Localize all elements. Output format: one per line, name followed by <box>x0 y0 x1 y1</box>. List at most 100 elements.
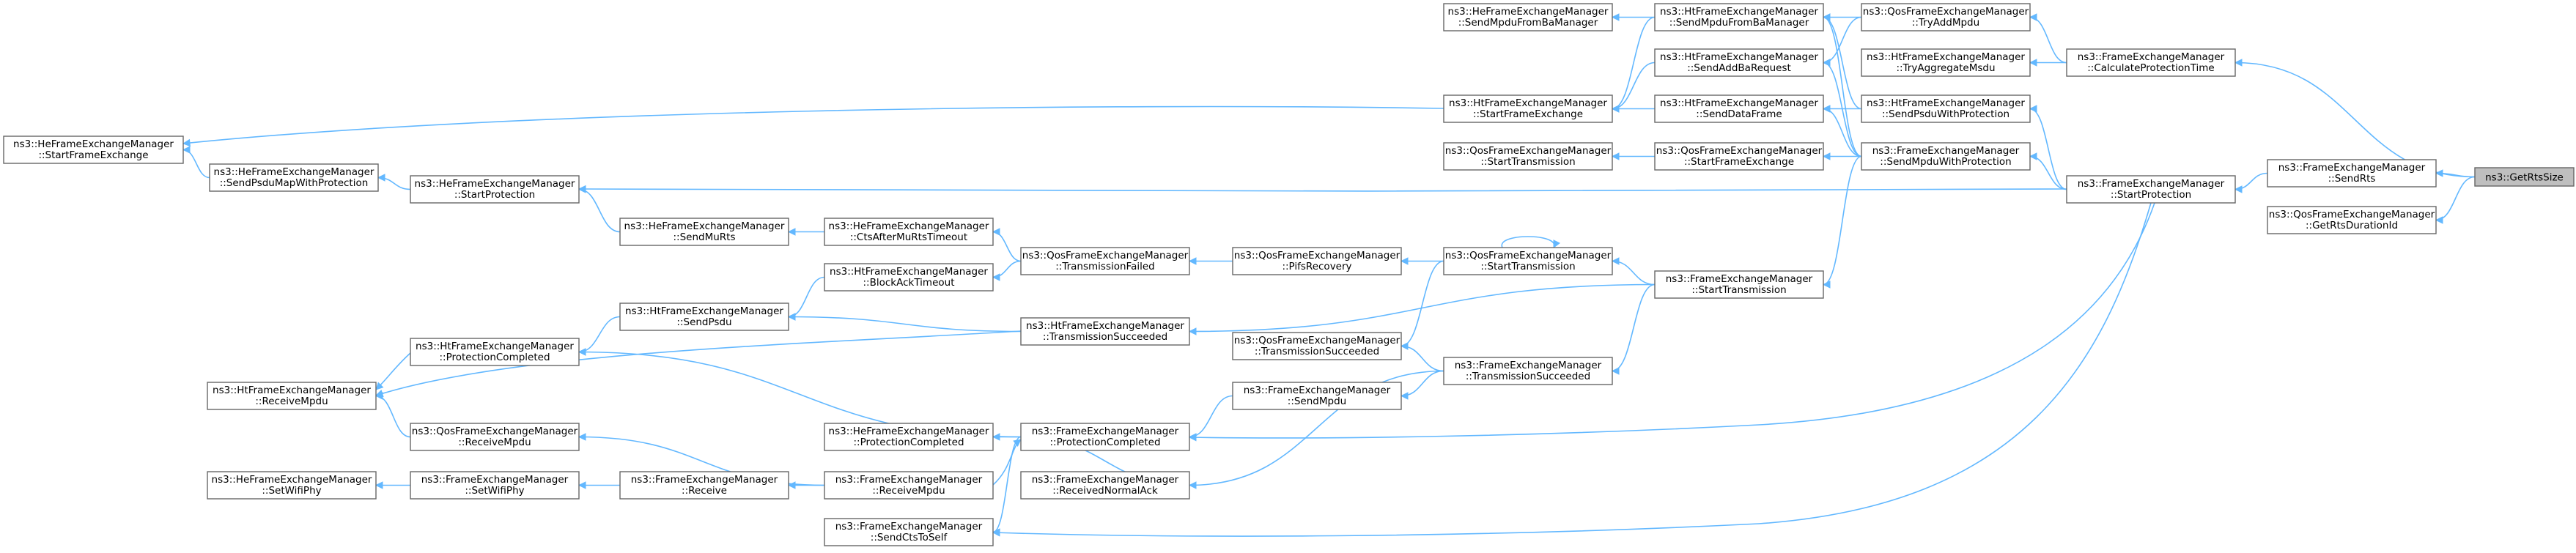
edge-arrowhead <box>992 228 1000 236</box>
edge-arrowhead <box>1611 105 1620 113</box>
node-htfem-sendpsdu-prot[interactable]: ns3::HtFrameExchangeManager::SendPsduWit… <box>1861 94 2031 123</box>
node-label-line: ::ProtectionCompleted <box>1049 437 1160 448</box>
node-label-line: ns3::HtFrameExchangeManager <box>1867 97 2025 109</box>
node-hefem-setwifiphy[interactable]: ns3::HeFrameExchangeManager::SetWifiPhy <box>207 471 377 500</box>
edge-arrowhead <box>182 146 191 154</box>
node-label-line: ::SendMpduWithProtection <box>1880 156 2011 168</box>
node-label-line: ns3::HeFrameExchangeManager <box>624 220 785 232</box>
node-qfem-txsucc[interactable]: ns3::QosFrameExchangeManager::Transmissi… <box>1232 332 1402 360</box>
edge-fem-txsucc-to-fem-starttx <box>1611 283 1656 375</box>
node-label-line: ns3::FrameExchangeManager <box>2278 162 2426 174</box>
node-htfem-protcomp[interactable]: ns3::HtFrameExchangeManager::ProtectionC… <box>410 338 580 366</box>
node-fem-calcprot[interactable]: ns3::FrameExchangeManager::CalculateProt… <box>2066 48 2236 77</box>
edge-htfem-startfe-to-htfem-sendaddba <box>1611 62 1656 113</box>
node-label-line: ::TransmissionFailed <box>1055 261 1154 272</box>
node-hefem-startprot[interactable]: ns3::HeFrameExchangeManager::StartProtec… <box>410 175 580 204</box>
node-htfem-batimeout[interactable]: ns3::HtFrameExchangeManager::BlockAckTim… <box>824 263 994 292</box>
edge-arrowhead <box>377 174 385 182</box>
node-box <box>3 136 184 164</box>
node-fem-setwifiphy[interactable]: ns3::FrameExchangeManager::SetWifiPhy <box>410 471 580 500</box>
node-htfem-sendpsdu[interactable]: ns3::HtFrameExchangeManager::SendPsdu <box>619 303 789 331</box>
node-label-line: ::StartFrameExchange <box>1684 156 1794 168</box>
edge-line <box>1823 16 1862 157</box>
edge-line <box>182 105 1444 144</box>
edge-line <box>1189 283 1656 333</box>
node-qfem-starttx-b[interactable]: ns3::QosFrameExchangeManager::StartTrans… <box>1443 247 1613 275</box>
node-hefem-sendmpdufromba[interactable]: ns3::HeFrameExchangeManager::SendMpduFro… <box>1443 3 1613 31</box>
node-box <box>1443 3 1613 31</box>
edge-fem-sendmpdu-prot-to-fem-startprot <box>2029 152 2067 190</box>
node-box <box>1654 48 1824 77</box>
edge-htfem-startfe-to-htfem-senddata <box>1611 105 1655 113</box>
node-htfem-recvmpdu[interactable]: ns3::HtFrameExchangeManager::ReceiveMpdu <box>207 382 377 410</box>
node-fem-sendmpdu-prot[interactable]: ns3::FrameExchangeManager::SendMpduWithP… <box>1861 142 2031 171</box>
node-hefem-ctsafter[interactable]: ns3::HeFrameExchangeManager::CtsAfterMuR… <box>824 218 994 246</box>
edge-arrowhead <box>577 185 586 193</box>
node-box <box>619 471 789 500</box>
node-qfem-getrtsdur[interactable]: ns3::QosFrameExchangeManager::GetRtsDura… <box>2267 206 2437 234</box>
node-htfem-tryagg[interactable]: ns3::HtFrameExchangeManager::TryAggregat… <box>1861 48 2031 77</box>
node-box <box>824 423 994 451</box>
edge-fem-starttx-to-htfem-txsucc <box>1188 283 1656 335</box>
node-fem-protcomp[interactable]: ns3::FrameExchangeManager::ProtectionCom… <box>1020 423 1190 451</box>
node-getrts[interactable]: ns3::GetRtsSize <box>2474 167 2575 187</box>
node-fem-sendrts[interactable]: ns3::FrameExchangeManager::SendRts <box>2267 159 2437 188</box>
node-htfem-startfe[interactable]: ns3::HtFrameExchangeManager::StartFrameE… <box>1443 94 1613 123</box>
node-htfem-senddata[interactable]: ns3::HtFrameExchangeManager::SendDataFra… <box>1654 94 1824 123</box>
node-fem-starttx[interactable]: ns3::FrameExchangeManager::StartTransmis… <box>1654 270 1824 299</box>
node-label-line: ns3::HeFrameExchangeManager <box>1448 6 1609 18</box>
node-htfem-sendmpdufromba[interactable]: ns3::HtFrameExchangeManager::SendMpduFro… <box>1654 3 1824 31</box>
edge-arrowhead <box>1611 152 1620 160</box>
node-label-line: ::ReceiveMpdu <box>872 485 945 497</box>
node-fem-txsucc[interactable]: ns3::FrameExchangeManager::TransmissionS… <box>1443 357 1613 385</box>
edge-arrowhead <box>992 273 1000 281</box>
node-label-line: ns3::FrameExchangeManager <box>835 521 983 532</box>
node-label-line: ::CalculateProtectionTime <box>2087 62 2214 74</box>
node-fem-recvnormalack[interactable]: ns3::FrameExchangeManager::ReceivedNorma… <box>1020 471 1190 500</box>
edge-hefem-sendpsdumap-to-hefem-startfe <box>182 146 210 179</box>
node-fem-sendctstoself[interactable]: ns3::FrameExchangeManager::SendCtsToSelf <box>824 518 994 546</box>
edge-arrowhead <box>1611 257 1620 265</box>
node-label-line: ::ProtectionCompleted <box>853 437 964 448</box>
node-hefem-sendmurts[interactable]: ns3::HeFrameExchangeManager::SendMuRts <box>619 218 789 246</box>
edge-arrowhead <box>1822 281 1831 289</box>
node-label-line: ::TryAddMpdu <box>1912 17 1979 29</box>
node-hefem-sendpsdumap[interactable]: ns3::HeFrameExchangeManager::SendPsduMap… <box>209 163 379 192</box>
node-box <box>1020 317 1190 346</box>
edge-line <box>1400 345 1444 372</box>
node-box <box>207 471 377 500</box>
edge-qfem-txfailed-to-hefem-ctsafter <box>992 228 1022 262</box>
node-fem-sendmpdu[interactable]: ns3::FrameExchangeManager::SendMpdu <box>1232 382 1402 410</box>
edge-fem-protcomp-to-fem-sendmpdu <box>1188 395 1233 441</box>
node-qfem-startfe[interactable]: ns3::QosFrameExchangeManager::StartFrame… <box>1654 142 1824 171</box>
edge-arrowhead <box>577 481 586 489</box>
node-qfem-pifs[interactable]: ns3::QosFrameExchangeManager::PifsRecove… <box>1232 247 1402 275</box>
node-hefem-startfe[interactable]: ns3::HeFrameExchangeManager::StartFrameE… <box>3 136 184 164</box>
node-fem-receive[interactable]: ns3::FrameExchangeManager::Receive <box>619 471 789 500</box>
edge-line <box>375 330 1022 396</box>
node-box <box>1020 247 1190 275</box>
node-label-line: ::TryAggregateMsdu <box>1896 62 1995 74</box>
node-hefem-protcomp[interactable]: ns3::HeFrameExchangeManager::ProtectionC… <box>824 423 994 451</box>
node-fem-recvmpdu[interactable]: ns3::FrameExchangeManager::ReceiveMpdu <box>824 471 994 500</box>
node-label-line: ns3::HtFrameExchangeManager <box>1660 51 1818 63</box>
node-fem-startprot[interactable]: ns3::FrameExchangeManager::StartProtecti… <box>2066 175 2236 204</box>
edge-arrowhead <box>1188 257 1197 265</box>
node-label-line: ns3::QosFrameExchangeManager <box>412 426 578 437</box>
node-htfem-sendaddba[interactable]: ns3::HtFrameExchangeManager::SendAddBaRe… <box>1654 48 1824 77</box>
node-label-line: ns3::QosFrameExchangeManager <box>1234 335 1400 346</box>
node-box <box>1443 142 1613 171</box>
edge-arrowhead <box>992 433 1000 441</box>
node-qfem-txfailed[interactable]: ns3::QosFrameExchangeManager::Transmissi… <box>1020 247 1190 275</box>
node-label-line: ::GetRtsDurationId <box>2306 220 2398 231</box>
node-box <box>410 423 580 451</box>
edge-line <box>578 188 2067 192</box>
edge-hefem-setwifiphy-to-fem-setwifiphy <box>374 481 411 489</box>
edge-htfem-protcomp-to-htfem-recvmpdu <box>375 352 411 390</box>
node-qfem-recvmpdu[interactable]: ns3::QosFrameExchangeManager::ReceiveMpd… <box>410 423 580 451</box>
node-qfem-tryaddmpdu[interactable]: ns3::QosFrameExchangeManager::TryAddMpdu <box>1861 3 2031 31</box>
node-box <box>1443 357 1613 385</box>
node-label-line: ::BlockAckTimeout <box>863 277 955 289</box>
node-qfem-starttx-a[interactable]: ns3::QosFrameExchangeManager::StartTrans… <box>1443 142 1613 171</box>
node-htfem-txsucc[interactable]: ns3::HtFrameExchangeManager::Transmissio… <box>1020 317 1190 346</box>
